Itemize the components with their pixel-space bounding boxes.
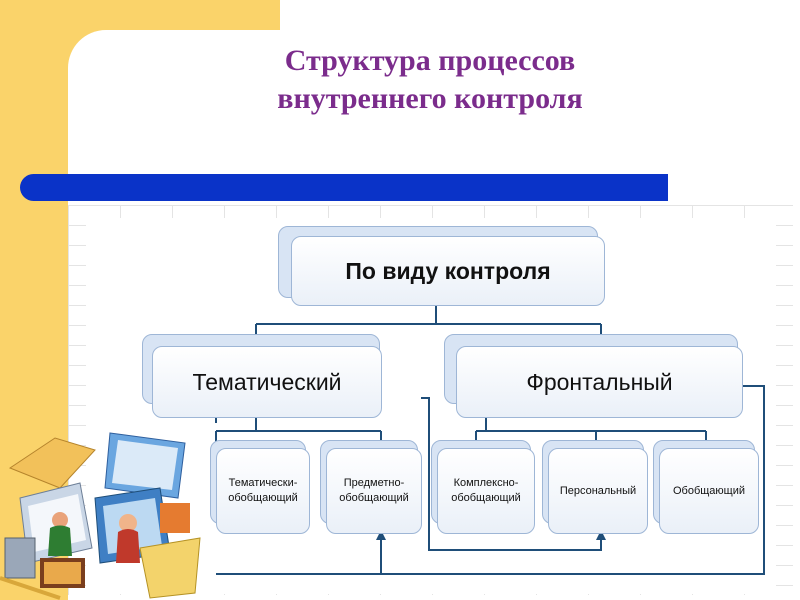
branch-thematic-box: Тематический [152,346,382,418]
slide-title: Структура процессов внутреннего контроля [200,42,660,118]
slide-title-line-2: внутреннего контроля [277,82,583,115]
accent-bar [20,174,668,201]
office-workers-collage-icon [0,432,201,600]
connector-lines [215,303,765,575]
child-complex-generalizing: Комплексно-обобщающий [437,448,535,534]
child-subject-generalizing: Предметно-обобщающий [326,448,422,534]
child-thematic-generalizing: Тематически-обобщающий [216,448,310,534]
slide-title-line-1: Структура процессов [284,44,576,77]
child-generalizing: Обобщающий [659,448,759,534]
branch-frontal-box: Фронтальный [456,346,743,418]
child-personal: Персональный [548,448,648,534]
root-box: По виду контроля [291,236,605,306]
structure-diagram: По виду контроля Тематический Фронтальны… [86,218,776,594]
